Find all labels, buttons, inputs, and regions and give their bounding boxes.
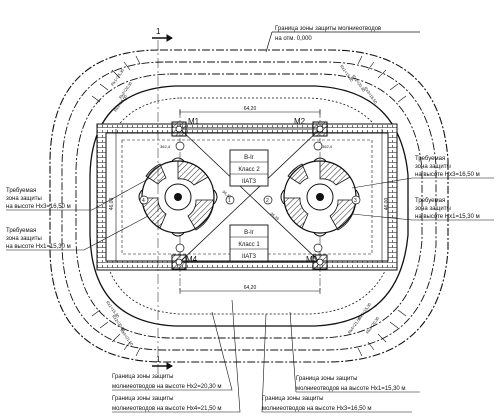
callout-ground-line2: на отм. 0,000 <box>275 36 312 42</box>
right-top-line1: Требуемая <box>415 156 445 162</box>
right-bottom-line3: на высоте Hx1=15,30 м <box>415 214 480 220</box>
class-box-top-zone: В-Iг <box>244 155 255 161</box>
tag-rx2-br: Rx2=20,30 <box>365 315 381 334</box>
marker-2: 2 <box>266 198 269 204</box>
callout-right-bottom: Требуемая зона защиты на высоте Hx1=15,3… <box>351 198 494 221</box>
dimension-lines <box>115 109 383 294</box>
section-mark-bottom: 1 <box>156 355 161 364</box>
left-bottom-line3: на высоте Hx1=15,30 м <box>6 244 71 250</box>
callout-right-top: Требуемая зона защиты на высоте Hx3=16,5… <box>351 156 494 189</box>
callout-hx4: Граница зоны защиты молниеотводов на выс… <box>112 299 241 413</box>
class-box-bottom-class: Класс 1 <box>238 242 260 248</box>
class-box-bottom: В-Iг Класс 1 IIАТЗ <box>229 224 269 262</box>
class-box-top-class: Класс 2 <box>238 167 260 173</box>
left-bottom-line2: зона защиты <box>6 236 42 242</box>
left-top-line1: Требуемая <box>6 188 36 194</box>
hx1-line1: Граница зоны защиты <box>296 376 357 382</box>
marker-4: 4 <box>142 198 145 204</box>
hx4-line2: молниеотводов на высоте Hx4=21,50 м <box>112 406 222 412</box>
callout-hx3: Граница зоны защиты молниеотводов на выс… <box>261 313 412 413</box>
corner-ticks <box>91 55 407 357</box>
mast-label-m4: М4 <box>186 255 198 264</box>
corner-tags-left-bottom: Rx1=15,30 Rx2=20,30 Rx4=21,50 <box>105 300 135 347</box>
class-box-bottom-zone: В-Iг <box>244 230 255 236</box>
callout-hx1: Граница зоны защиты молниеотводов на выс… <box>289 311 420 393</box>
dim-left-height: 46,00 <box>109 198 115 211</box>
tank-left <box>138 157 218 237</box>
hx2-line2: молниеотводов на высоте Hx2=20,30 м <box>112 384 222 390</box>
mast-m4 <box>171 254 187 270</box>
marker-3: 3 <box>354 198 357 204</box>
callout-ground-boundary: Граница зоны защиты молниеотводов на отм… <box>265 26 420 53</box>
dim-diag-b: 36,26 <box>269 211 280 222</box>
corner-tags-left-top: Rx1=15,30 Rx2=20,30 Rx3=16,50 <box>110 67 134 112</box>
dim-top-span: 64,20 <box>244 106 257 112</box>
hx4-line1: Граница зоны защиты <box>112 396 173 402</box>
left-top-line2: зона защиты <box>6 196 42 202</box>
corner-tags-right-top: Rx1=15,30 Rx2=20,30 Rx3=16,50 <box>339 64 379 105</box>
section-cut <box>152 34 173 376</box>
class-box-bottom-cat: IIАТЗ <box>242 254 256 260</box>
right-top-line2: зона защиты <box>415 164 451 170</box>
mast-label-m2: М2 <box>294 117 306 126</box>
dim-bottom-span: 64,20 <box>244 285 257 291</box>
mast-label-m3: М3 <box>306 255 318 264</box>
class-box-top-cat: IIАТЗ <box>242 179 256 185</box>
mast-m1 <box>171 121 187 137</box>
right-top-line3: на высоте Hx3=16,50 м <box>415 172 480 178</box>
left-bottom-line1: Требуемая <box>6 228 36 234</box>
hx3-line2: молниеотводов на высоте Hx3=16,50 м <box>262 406 372 412</box>
tag-rx4-bl: Rx4=21,50 <box>119 328 135 347</box>
marker-1: 1 <box>228 198 231 204</box>
callout-ground-line1: Граница зоны защиты молниеотводов <box>275 26 381 32</box>
dim-r-small-right: 362,4 <box>322 144 333 149</box>
callout-hx2: Граница зоны защиты молниеотводов на выс… <box>112 311 233 391</box>
callout-left-bottom: Требуемая зона защиты на высоте Hx1=15,3… <box>6 215 149 251</box>
right-bottom-line2: зона защиты <box>415 206 451 212</box>
mast-m2 <box>312 121 328 137</box>
hx2-line1: Граница зоны защиты <box>112 374 173 380</box>
hx1-line2: молниеотводов на высоте Hx1=15,30 м <box>296 386 406 392</box>
circle-markers <box>139 141 361 253</box>
mast-m3 <box>312 254 328 270</box>
callout-left-top: Требуемая зона защиты на высоте Hx3=16,5… <box>6 177 151 211</box>
dim-right-height: 46,00 <box>384 198 390 211</box>
hx3-line1: Граница зоны защиты <box>262 396 323 402</box>
class-box-top: В-Iг Класс 2 IIАТЗ <box>229 149 269 187</box>
right-bottom-line1: Требуемая <box>415 198 445 204</box>
left-top-line3: на высоте Hx3=16,50 м <box>6 204 71 210</box>
mast-label-m1: М1 <box>188 117 200 126</box>
section-mark-top: 1 <box>156 27 161 36</box>
tag-rx1-tr: Rx1=15,30 <box>339 64 355 83</box>
dim-diag-a: 36,26 <box>221 189 232 200</box>
dim-r-small-left: 362,4 <box>160 144 171 149</box>
